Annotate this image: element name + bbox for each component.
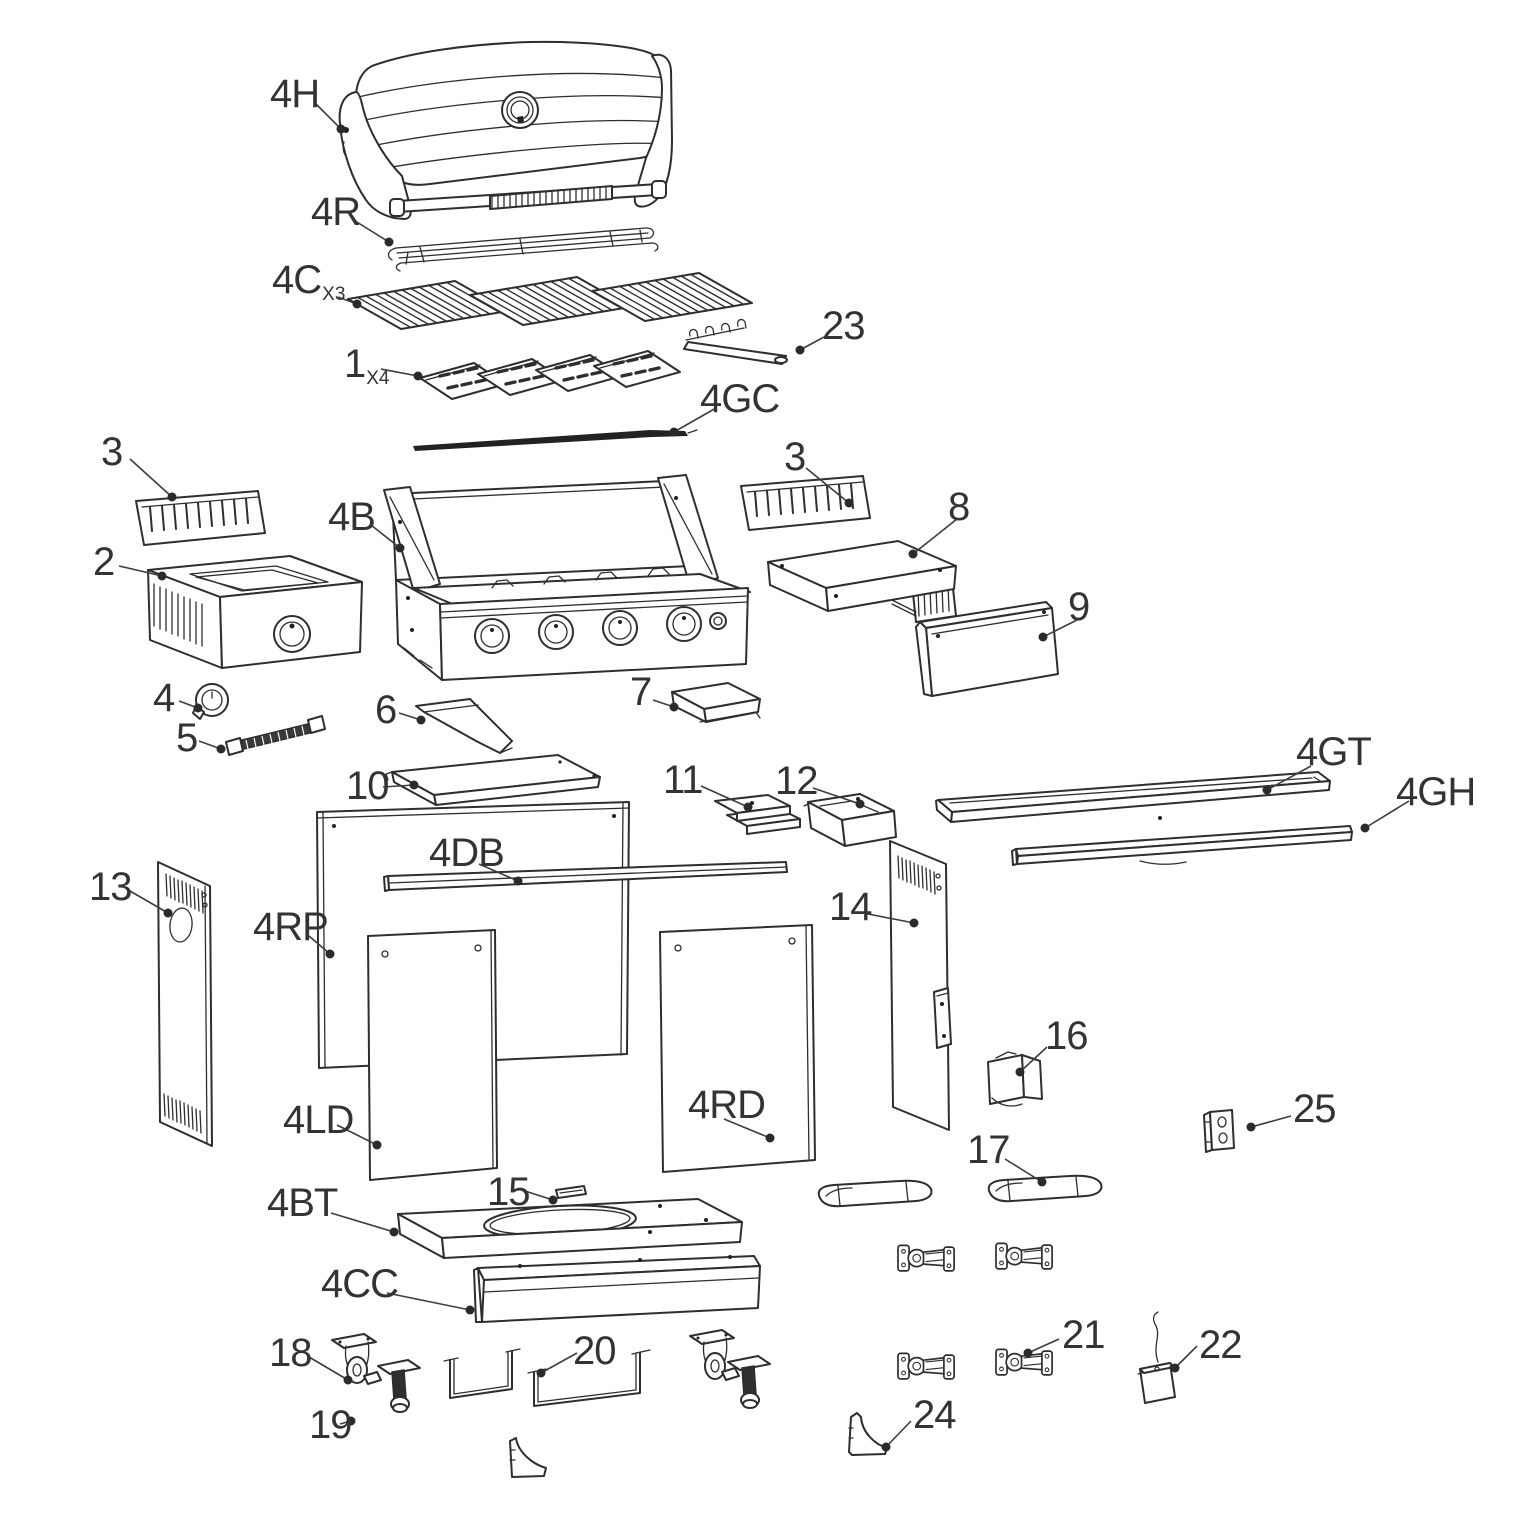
bottom-tray-drawing [397,1198,743,1259]
grease-channel-drawing [413,429,698,451]
part-label-16: 16 [1045,1014,1088,1058]
comb-panel-left-drawing [135,490,266,546]
part-label-4GC: 4GC [700,377,780,421]
part-label-11: 11 [663,758,704,802]
clip-15-drawing [555,1185,587,1199]
corner-gusset-drawing [509,1437,547,1478]
corner-bracket-24-drawing [848,1412,888,1456]
firebox-drawing [383,474,751,681]
long-handle-drawing [1011,825,1353,866]
part-label-15: 15 [487,1170,530,1214]
side-panel-14-drawing [889,840,952,1131]
side-burner-box-drawing [147,555,363,669]
thermometer-icon [517,116,524,123]
burner-knob-icon [474,606,702,654]
hinge-drawing [897,1244,955,1272]
part-label-4DB: 4DB [429,831,505,875]
shelf-10-drawing [385,754,601,806]
part-label-2: 2 [93,540,115,584]
part-label-4CC: 4CC [321,1262,399,1306]
side-shelf-drawing [767,540,957,623]
hinge-drawing [897,1352,956,1380]
part-label-24: 24 [913,1393,956,1437]
part-label-20: 20 [573,1329,616,1373]
part-label-17: 17 [967,1128,1010,1172]
bracket-7-drawing [671,682,761,723]
part-label-4RD: 4RD [688,1083,766,1127]
side-panel-13-drawing [157,861,213,1147]
part-label-4RP: 4RP [253,905,329,949]
u-bracket-set-drawing [443,1348,651,1407]
shelf-side-panel-drawing [915,601,1059,697]
part-label-4H: 4H [270,72,320,116]
part-label-4GH: 4GH [1396,770,1476,814]
part-label-13: 13 [89,865,132,909]
warming-rack-drawing [387,227,659,272]
part-label-22: 22 [1199,1323,1242,1367]
part-label-3-right: 3 [784,435,806,479]
igniter-button-icon [709,612,727,630]
part-label-4B: 4B [328,495,376,539]
bracket-25-drawing [1203,1109,1235,1153]
knob-drawing [192,683,229,720]
hood-drawing [338,40,673,220]
part-label-3-left: 3 [101,430,123,474]
part-label-14: 14 [829,885,872,929]
grease-cup-drawing [803,793,897,847]
door-bar-drawing [383,861,788,892]
part-label-4BT: 4BT [267,1181,338,1225]
part-label-4GT: 4GT [1296,730,1372,774]
gas-hose-drawing [225,715,326,756]
leader-lines [118,103,1410,1452]
part-label-21: 21 [1062,1313,1105,1357]
part-label-4: 4 [153,676,175,720]
part-label-19: 19 [309,1403,352,1447]
part-label-9: 9 [1068,585,1090,629]
door-handle-drawing [817,1179,933,1208]
part-label-6: 6 [375,688,397,732]
part-label-23: 23 [822,304,865,348]
part-label-4LD: 4LD [283,1098,354,1142]
part-label-10: 10 [346,764,389,808]
part-label-4C: 4CX3 [272,258,346,305]
caster-brake-drawing [331,1333,382,1385]
part-label-25: 25 [1293,1087,1336,1131]
part-label-8: 8 [948,485,970,529]
part-label-12: 12 [775,759,818,803]
part-label-4R: 4R [311,190,361,234]
left-door-drawing [367,929,498,1181]
tray-11-drawing [714,794,801,835]
part-label-7: 7 [630,670,652,714]
igniter-box-drawing [1137,1311,1176,1404]
part-label-5: 5 [176,716,198,760]
right-door-drawing [659,924,816,1173]
bracket-6-drawing [415,698,513,754]
part-label-18: 18 [269,1331,312,1375]
cart-channel-drawing [473,1255,761,1323]
part-label-1: 1X4 [344,342,390,389]
caster-fixed-drawing [377,1359,421,1413]
caster-fixed-drawing [727,1355,771,1409]
flame-tamer-set [419,349,682,400]
hinge-drawing [995,1242,1054,1270]
table-top-drawing [935,771,1331,823]
crossover-bar-drawing [683,318,788,365]
cooking-grate-set [347,272,753,330]
caster-brake-drawing [689,1329,740,1381]
